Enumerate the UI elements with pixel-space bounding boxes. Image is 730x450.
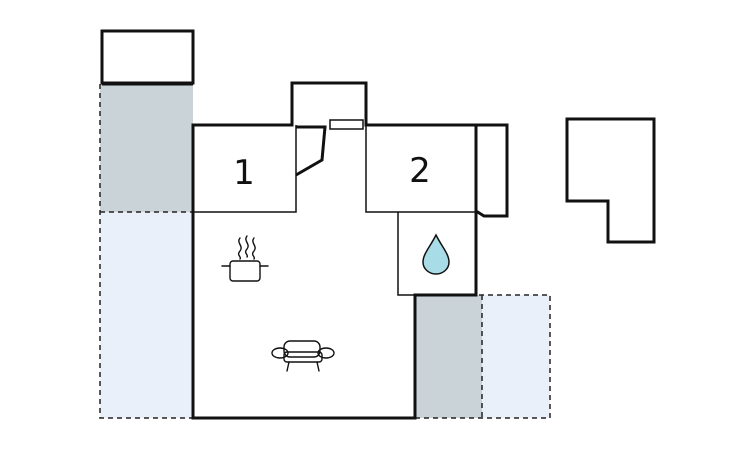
cooking-pot-icon bbox=[221, 235, 269, 282]
terrace-open-right bbox=[482, 295, 550, 418]
room-label-1: 1 bbox=[233, 153, 255, 193]
bedroom-2-wall bbox=[365, 125, 476, 213]
separate-shed bbox=[565, 117, 656, 244]
annex-top-left bbox=[100, 29, 195, 85]
terrace-covered-left bbox=[100, 84, 193, 212]
closet-1 bbox=[295, 125, 327, 177]
bathroom-wall bbox=[397, 212, 415, 296]
terrace-covered-right bbox=[415, 295, 482, 418]
window bbox=[329, 119, 364, 130]
right-wing-wall bbox=[475, 123, 509, 218]
terrace-right-outline bbox=[415, 294, 551, 419]
terrace-left-outline bbox=[99, 84, 193, 419]
sofa-icon bbox=[271, 340, 335, 372]
terrace-open-left bbox=[100, 212, 193, 418]
room-label-2: 2 bbox=[409, 151, 431, 191]
water-drop-icon bbox=[422, 233, 450, 275]
bedroom-1-wall bbox=[193, 125, 297, 213]
